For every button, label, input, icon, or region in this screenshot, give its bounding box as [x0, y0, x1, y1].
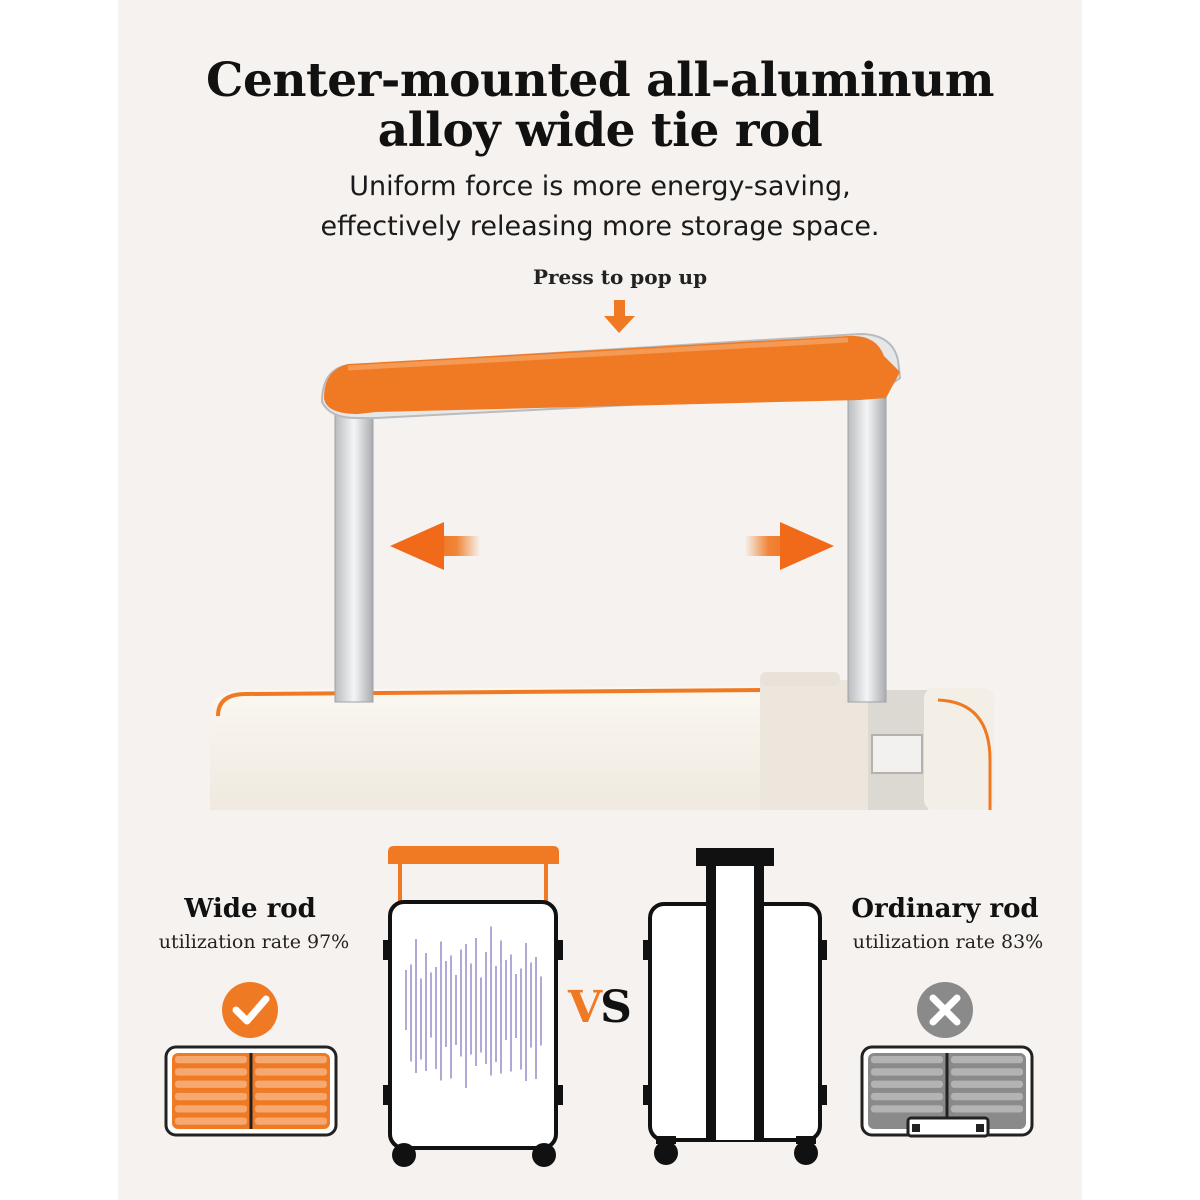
headline-line-1: Center-mounted all-aluminum — [206, 53, 994, 108]
orange-handle-bar — [320, 332, 902, 419]
vs-letter-v: V — [568, 982, 602, 1033]
storage-slot — [175, 1056, 247, 1064]
wide-rod-rate: utilization rate 97% — [158, 931, 350, 953]
check-icon — [222, 982, 278, 1038]
cross-icon — [917, 982, 973, 1038]
storage-slot — [255, 1056, 327, 1064]
subheadline-line-1: Uniform force is more energy-saving, — [349, 171, 851, 202]
wide-rod-title: Wide rod — [184, 894, 316, 924]
wide-rod-suitcase-diagram — [383, 846, 563, 1167]
storage-slot — [951, 1068, 1023, 1076]
subheadline-line-2: effectively releasing more storage space… — [320, 211, 880, 242]
storage-slot — [175, 1092, 247, 1101]
suitcase-top-photo — [210, 672, 994, 810]
storage-slot — [255, 1092, 327, 1101]
storage-slot — [175, 1068, 247, 1076]
vs-label: VS — [568, 982, 632, 1033]
aluminum-rods — [334, 391, 887, 703]
storage-slot — [951, 1080, 1023, 1088]
ordinary-rod-title: Ordinary rod — [851, 894, 1039, 924]
storage-slot — [871, 1092, 943, 1101]
storage-slot — [175, 1105, 247, 1113]
storage-slot — [175, 1080, 247, 1088]
storage-slot — [871, 1080, 943, 1088]
headline-line-2: alloy wide tie rod — [377, 103, 823, 158]
press-down-arrow-icon — [604, 300, 635, 333]
right-arrow-icon — [745, 522, 834, 570]
storage-slot — [255, 1080, 327, 1088]
storage-slot — [255, 1105, 327, 1113]
storage-slot — [951, 1056, 1023, 1064]
storage-slot — [871, 1105, 943, 1113]
ordinary-rod-rate: utilization rate 83% — [852, 931, 1044, 953]
storage-slot — [951, 1092, 1023, 1101]
storage-slot — [175, 1117, 247, 1125]
storage-slot — [255, 1068, 327, 1076]
storage-slot — [871, 1056, 943, 1064]
vs-letter-s: S — [600, 982, 632, 1033]
press-to-pop-up-label: Press to pop up — [532, 265, 708, 289]
storage-slot — [255, 1117, 327, 1125]
left-arrow-icon — [390, 522, 480, 570]
ordinary-rod-storage-icon — [860, 1045, 1034, 1138]
ordinary-rod-suitcase-diagram — [643, 848, 827, 1165]
storage-slot — [951, 1105, 1023, 1113]
storage-slot — [871, 1068, 943, 1076]
wide-rod-storage-icon — [164, 1045, 338, 1137]
